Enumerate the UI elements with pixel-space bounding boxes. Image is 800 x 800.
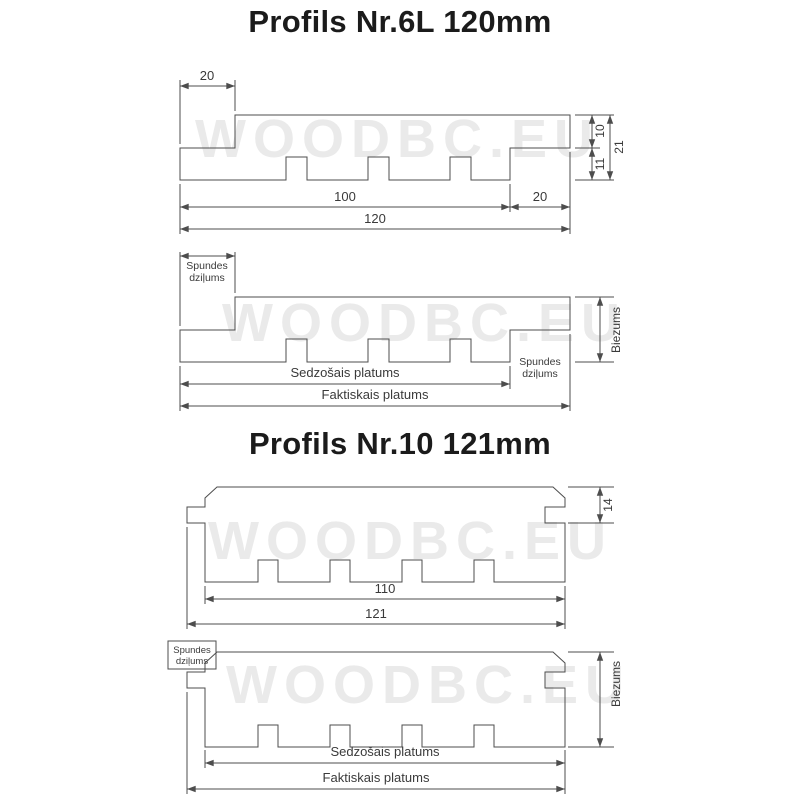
label-faktiskais-platums: Faktiskais platums	[322, 387, 429, 402]
profile-6l-label-drawing: Spundes dziļums Sedzošais platums Spunde…	[179, 252, 623, 411]
spundes-label-box	[167, 640, 217, 670]
watermark-text: WOODBC.EU	[208, 511, 613, 571]
label-spundes-dzilums-right-line2: dziļums	[522, 368, 558, 380]
page-title-profile-10: Profils Nr.10 121mm	[248, 426, 552, 461]
dim-tongue-top: 20	[200, 68, 214, 83]
dim-cover-width: 110	[375, 581, 396, 596]
extension-lines	[186, 486, 614, 629]
label-spundes-dzilums-right-line1: Spundes	[519, 356, 560, 368]
dimension-lines	[179, 82, 614, 233]
label-biezums: Biezums	[609, 307, 623, 353]
label-spundes-dzilums-line1: Spundes	[186, 260, 227, 272]
dim-thickness-total: 21	[612, 140, 626, 154]
label-spundes-dzilums-line2: dziļums	[176, 656, 208, 667]
dimension-lines	[179, 252, 604, 410]
dimension-lines	[186, 651, 604, 793]
profile-10-outline	[186, 486, 566, 583]
label-faktiskais-platums: Faktiskais platums	[323, 770, 430, 785]
dim-right-lower: 11	[593, 157, 607, 170]
page-title-profile-6l: Profils Nr.6L 120mm	[248, 4, 552, 39]
label-spundes-dzilums-line2: dziļums	[189, 272, 225, 284]
profile-6l-outline	[179, 296, 571, 363]
profile-10-outline	[186, 651, 566, 748]
dim-total-width: 121	[365, 606, 387, 621]
profile-10-dimension-drawing: 110 121 14	[186, 486, 615, 629]
dimension-texts: 110 121 14	[365, 498, 615, 621]
dim-cover-width: 100	[334, 189, 356, 204]
dimension-texts: 20 100 20 120 10 11 21	[200, 68, 626, 226]
dimension-lines	[186, 486, 604, 628]
dim-lap-right: 20	[533, 189, 547, 204]
label-spundes-dzilums-line1: Spundes	[173, 645, 211, 656]
profile-6l-outline	[179, 114, 571, 181]
dim-edge-depth: 14	[601, 498, 615, 512]
dim-right-upper: 10	[593, 124, 607, 138]
label-biezums: Biezums	[609, 661, 623, 707]
label-texts: Spundes dziļums Sedzošais platums Faktis…	[173, 645, 623, 785]
profile-6l-dimension-drawing: 20 100 20 120 10 11 21	[179, 68, 626, 234]
watermark-text: WOODBC.EU	[226, 655, 631, 715]
watermark-text: WOODBC.EU	[222, 293, 627, 353]
watermark-text: WOODBC.EU	[195, 109, 600, 169]
label-sedzosais-platums: Sedzošais platums	[330, 744, 440, 759]
label-sedzosais-platums: Sedzošais platums	[290, 365, 400, 380]
dim-total-width: 120	[364, 211, 386, 226]
profile-10-label-drawing: Spundes dziļums Sedzošais platums Faktis…	[167, 640, 623, 794]
extension-lines	[179, 80, 614, 234]
label-texts: Spundes dziļums Sedzošais platums Spunde…	[186, 260, 623, 402]
